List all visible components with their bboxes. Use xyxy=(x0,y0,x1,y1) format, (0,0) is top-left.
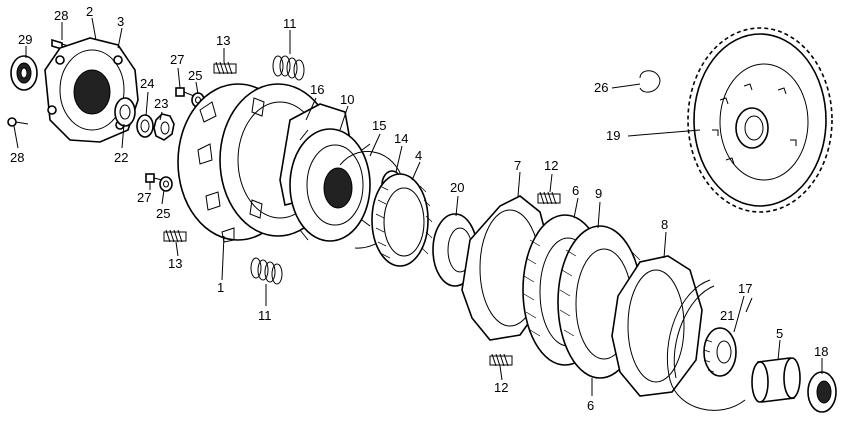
label-25-top: 25 xyxy=(188,68,202,83)
seal-18 xyxy=(807,371,837,413)
label-19: 19 xyxy=(606,128,620,143)
label-16: 16 xyxy=(310,82,324,97)
label-27-bottom: 27 xyxy=(137,190,151,205)
label-12-top: 12 xyxy=(544,158,558,173)
bearing-29 xyxy=(10,55,38,91)
label-13-bottom: 13 xyxy=(168,256,182,271)
label-11-bottom: 11 xyxy=(258,308,272,323)
label-18: 18 xyxy=(814,344,828,359)
clutch-hub-10 xyxy=(289,128,371,242)
label-4: 4 xyxy=(415,148,422,163)
bolt-28-bottom xyxy=(7,117,29,127)
label-23: 23 xyxy=(154,96,168,111)
label-21: 21 xyxy=(720,308,734,323)
plate-8 xyxy=(611,255,703,397)
needle-bearing-5 xyxy=(751,357,801,403)
part-labels: 29 28 2 3 28 22 24 23 27 25 13 11 16 10 … xyxy=(10,4,828,413)
label-25-bottom: 25 xyxy=(156,206,170,221)
bolt-27-bottom xyxy=(145,173,163,183)
label-20: 20 xyxy=(450,180,464,195)
label-28-top: 28 xyxy=(54,8,68,23)
label-17: 17 xyxy=(738,281,752,296)
spring-13-bottom xyxy=(163,229,187,243)
spring-12-bottom xyxy=(489,353,513,367)
washer-24 xyxy=(136,114,154,138)
label-7: 7 xyxy=(514,158,521,173)
label-6-top: 6 xyxy=(572,183,579,198)
label-26: 26 xyxy=(594,80,608,95)
label-9: 9 xyxy=(595,186,602,201)
ring-22 xyxy=(114,97,136,127)
label-29: 29 xyxy=(18,32,32,47)
label-12-bottom: 12 xyxy=(494,380,508,395)
label-8: 8 xyxy=(661,217,668,232)
label-11-top: 11 xyxy=(283,16,297,31)
label-28-bottom: 28 xyxy=(10,150,24,165)
label-13-top: 13 xyxy=(216,33,230,48)
sleeve-21 xyxy=(703,327,737,377)
label-27-top: 27 xyxy=(170,52,184,67)
leader-lines xyxy=(13,17,823,396)
label-3: 3 xyxy=(117,14,124,29)
spring-11-top xyxy=(272,55,305,81)
gear-23 xyxy=(153,113,175,141)
spring-12-top xyxy=(537,191,561,205)
label-24: 24 xyxy=(140,76,154,91)
cage-4 xyxy=(371,173,433,267)
label-5: 5 xyxy=(776,326,783,341)
clip-26 xyxy=(639,70,661,93)
label-14: 14 xyxy=(394,131,408,146)
label-10: 10 xyxy=(340,92,354,107)
snap-ring-17 xyxy=(666,279,746,411)
label-6-bottom: 6 xyxy=(587,398,594,413)
spring-13-top xyxy=(213,61,237,75)
large-gear-19 xyxy=(687,27,833,213)
label-1: 1 xyxy=(217,280,224,295)
bolt-27-top xyxy=(175,87,195,97)
label-15: 15 xyxy=(372,118,386,133)
label-2: 2 xyxy=(86,4,93,19)
spring-11-bottom xyxy=(250,257,283,285)
label-22: 22 xyxy=(114,150,128,165)
washer-25-bottom xyxy=(159,176,173,192)
